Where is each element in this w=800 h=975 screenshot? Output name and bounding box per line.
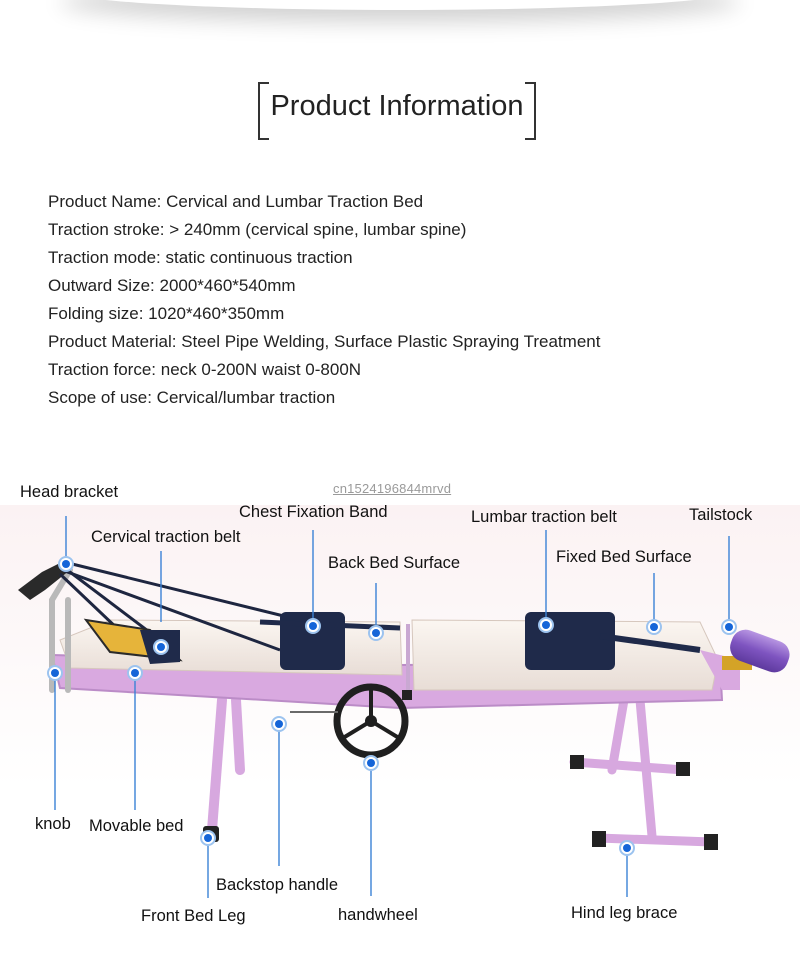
info-product-name: Product Name: Cervical and Lumbar Tracti… [48,192,424,211]
info-traction-stroke: Traction stroke: > 240mm (cervical spine… [48,220,467,239]
info-scope: Scope of use: Cervical/lumbar traction [48,388,336,407]
label-front-bed-leg: Front Bed Leg [141,907,246,925]
label-hind-leg-brace: Hind leg brace [571,904,678,922]
page-title: Product Information [270,90,524,122]
watermark-text: cn1524196844mrvd [333,481,452,496]
label-knob: knob [35,815,71,833]
label-backstop-handle: Backstop handle [216,876,339,894]
product-photo-background [0,505,800,975]
info-outward-size: Outward Size: 2000*460*540mm [48,276,296,295]
right-bracket [525,82,536,140]
top-shadow [60,0,740,10]
product-info-list: Product Name: Cervical and Lumbar Tracti… [48,188,600,412]
left-bracket [258,82,269,140]
label-tailstock: Tailstock [689,506,753,524]
label-back-bed-surface: Back Bed Surface [328,554,461,572]
info-traction-mode: Traction mode: static continuous tractio… [48,248,353,267]
label-lumbar-traction-belt: Lumbar traction belt [471,508,617,526]
info-folding-size: Folding size: 1020*460*350mm [48,304,285,323]
label-movable-bed: Movable bed [89,817,184,835]
label-chest-fixation-band: Chest Fixation Band [239,503,388,521]
info-traction-force: Traction force: neck 0-200N waist 0-800N [48,360,362,379]
label-fixed-bed-surface: Fixed Bed Surface [556,548,692,566]
label-head-bracket: Head bracket [20,483,119,501]
label-handwheel: handwheel [338,906,418,924]
info-material: Product Material: Steel Pipe Welding, Su… [48,332,601,351]
title-frame: Product Information [258,82,536,140]
label-cervical-traction-belt: Cervical traction belt [91,528,241,546]
